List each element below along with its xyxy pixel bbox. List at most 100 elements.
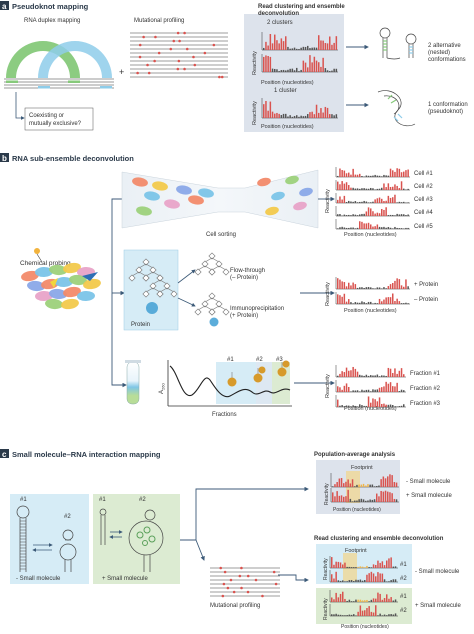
fractions-label: Fractions	[212, 412, 237, 418]
chart-c-pop-minus-bar	[373, 486, 376, 487]
cell-label-5: Cell #5	[414, 224, 433, 230]
chart-c-rc-1-bar	[392, 566, 395, 568]
probe-stick	[36, 253, 43, 263]
rna-ip-node	[194, 308, 202, 316]
chart-a-cluster2-bar	[265, 55, 267, 72]
chart-c-rc-4-bar	[348, 614, 351, 616]
chart-b-cell-1-bar	[345, 173, 348, 177]
chart-a-cluster2-bar	[293, 70, 296, 72]
mutation-dot	[146, 63, 149, 67]
chart-a-cluster1-bar	[300, 47, 302, 50]
chart-a-cluster2-bar	[309, 55, 311, 72]
chart-b-minus-protein-bar	[392, 293, 394, 304]
chart-c-rc-4-bar	[375, 605, 377, 616]
chart-b-cell-4-bar	[339, 214, 341, 216]
chart-c-rc-4-bar	[381, 615, 384, 616]
duplex-segment	[68, 80, 80, 83]
chart-a-cluster1-bar	[282, 41, 285, 50]
chart-a-single-bar	[263, 104, 265, 118]
chart-a-single-bar	[291, 116, 294, 118]
mutation-dot	[219, 566, 223, 570]
cell-icon	[77, 290, 95, 302]
chart-b-plus-protein-bar	[350, 285, 352, 289]
chart-b-fraction-3-bar	[363, 405, 365, 407]
chart-b-cell-1-bar	[339, 168, 341, 177]
chart-b-fraction-2-bar	[387, 383, 390, 392]
chart-c-pop-plus-bar	[349, 498, 352, 502]
chart-b-fraction-3-bar	[367, 396, 370, 407]
cell-label-3: Cell #3	[414, 197, 433, 203]
chart-c-pop-minus-bar	[347, 479, 349, 487]
chart-c-pop-plus-bar	[369, 499, 371, 502]
rna-ip-edge	[204, 297, 213, 303]
chart-b-fraction-3-bar	[348, 405, 350, 407]
chart-c-pop-plus-bar	[354, 500, 356, 502]
chart-b-fraction-1-bar	[361, 375, 363, 377]
chart-b-cell-4-bar	[354, 214, 357, 216]
chart-c-pop-plus-bar	[395, 499, 398, 502]
chart-a-cluster2-bar	[285, 70, 287, 72]
chart-b-fraction-2-bar	[378, 387, 381, 392]
position-axis-a1: Position (nucleotides)	[261, 80, 314, 86]
chart-b-cell-3-bar	[392, 197, 394, 203]
chart-a-cluster1-bar	[324, 43, 327, 50]
chart-c-rc-3-bar	[348, 599, 351, 602]
chart-b-cell-5-bar	[392, 228, 394, 229]
chart-b-cell-3-bar	[407, 202, 409, 203]
chart-b-cell-3-bar	[356, 202, 359, 203]
chart-a-single-bar	[326, 107, 329, 118]
chart-c-rc-2-bar	[381, 573, 384, 582]
chart-b-cell-2-bar	[398, 188, 401, 190]
chart-b-cell-2-bar	[400, 181, 403, 190]
reactivity-charts-b	[335, 167, 410, 408]
mutation-dot	[193, 63, 197, 67]
chart-c-rc-1-bar	[344, 562, 346, 568]
chart-b-plus-protein-bar	[367, 286, 370, 289]
chart-b-fraction-1-bar	[403, 374, 405, 377]
chart-b-cell-2-bar	[337, 181, 339, 190]
pop-minus-label: - Small molecule	[406, 479, 451, 485]
funnel-cell	[198, 188, 214, 198]
rna-tree-b-edge	[152, 279, 161, 285]
rna-tree-a-node	[128, 274, 136, 282]
chart-c-rc-2-bar	[392, 579, 395, 582]
chart-a-cluster2-bar	[296, 67, 298, 72]
position-axis-b3: Position (nucleotides)	[344, 406, 397, 412]
mutation-dot	[232, 590, 236, 594]
chart-a-cluster1-bar	[289, 48, 291, 50]
chart-c-rc-1-bar	[359, 566, 362, 568]
chart-b-cell-1-bar	[363, 176, 365, 177]
chart-a-single-bar	[300, 115, 302, 118]
chart-b-cell-4-bar	[365, 211, 368, 216]
chart-b-cell-3-bar	[378, 197, 381, 203]
chart-a-single-bar	[274, 113, 276, 118]
chart-a-cluster2-bar	[271, 68, 274, 72]
chart-b-cell-5-bar	[339, 227, 341, 229]
chart-c-pop-plus-bar	[360, 498, 363, 502]
chart-a-cluster1-bar	[304, 46, 307, 50]
question-arrow	[15, 92, 25, 120]
mutation-dot	[238, 574, 242, 578]
chart-c-rc-3-bar	[392, 600, 395, 602]
chart-b-cell-2-bar	[352, 187, 354, 190]
chart-b-cell-5-bar	[383, 226, 385, 229]
mutation-dot	[229, 578, 233, 582]
chart-b-cell-5-bar	[354, 228, 357, 229]
chart-b-fraction-1-bar	[370, 375, 372, 377]
chart-c-rc-3-bar	[350, 601, 353, 602]
question-box	[24, 107, 94, 131]
protein-label: Protein	[131, 322, 150, 328]
fraction-marker-2: #2	[256, 357, 263, 363]
chart-a-single-bar	[276, 112, 278, 118]
chart-b-cell-3-bar	[345, 202, 348, 203]
chart-b-cell-1-bar	[389, 168, 392, 177]
flow-line-1: Flow-through	[230, 268, 265, 274]
chart-c-pop-plus-bar	[391, 493, 393, 502]
chart-b-fraction-2-bar	[372, 389, 374, 392]
protein-box	[123, 249, 179, 331]
chart-b-cell-1-bar	[337, 175, 339, 177]
mutation-dot	[178, 39, 181, 43]
mutation-dot	[246, 590, 250, 594]
chart-c-pop-minus-bar	[356, 484, 358, 487]
funnel-cell	[132, 177, 148, 187]
